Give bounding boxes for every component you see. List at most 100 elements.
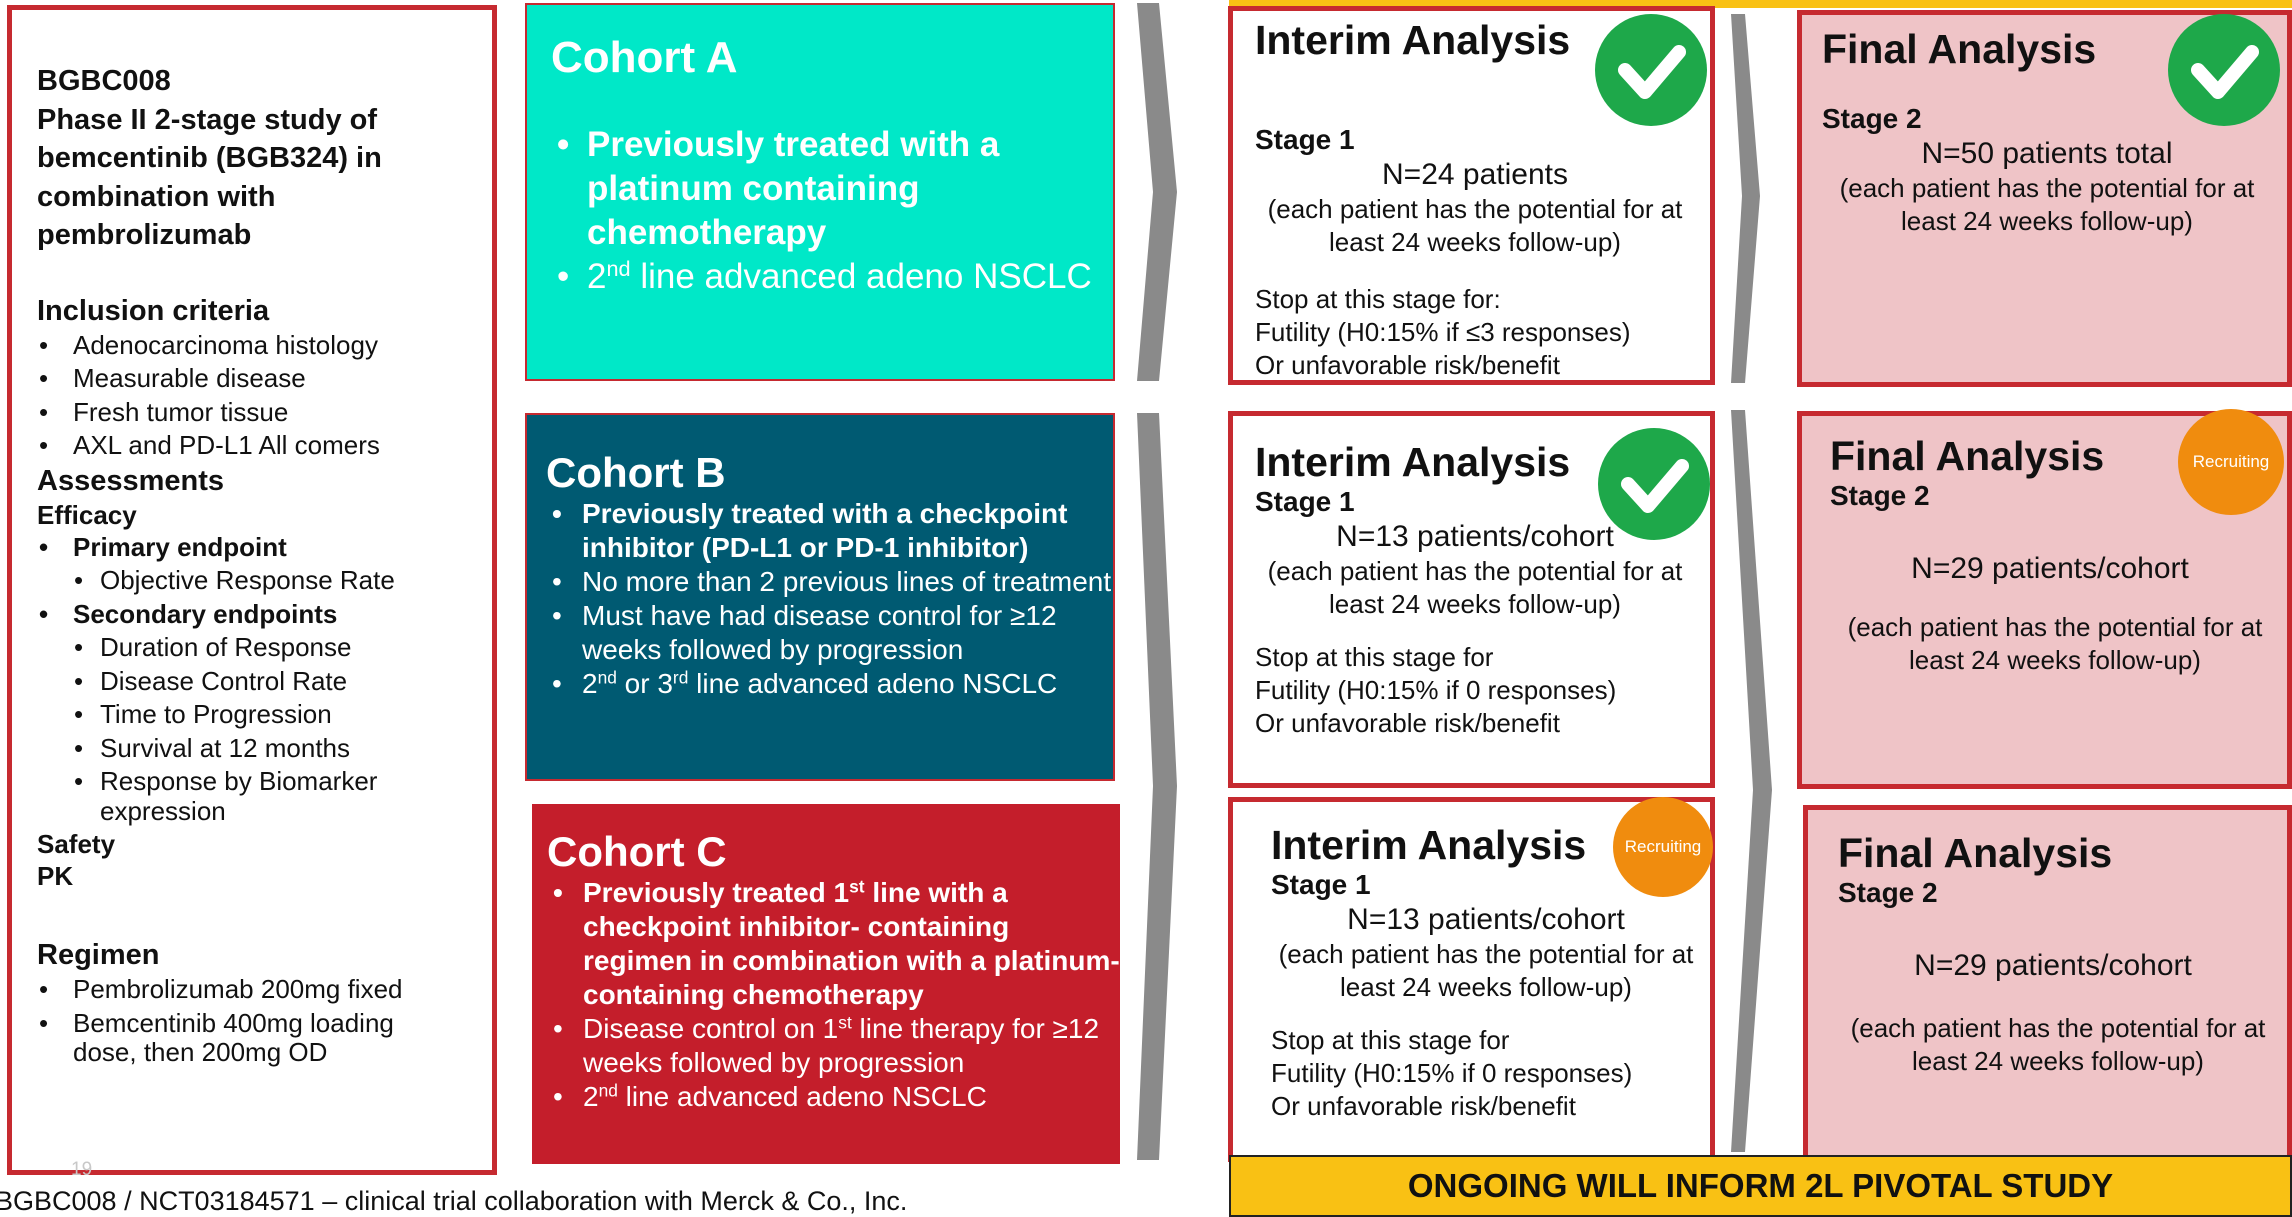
final-n: N=50 patients total xyxy=(1921,137,2173,170)
final-title: Final Analysis xyxy=(1822,26,2097,72)
primary-endpoint-item: Objective Response Rate xyxy=(37,564,492,598)
ordinal-suffix: st xyxy=(838,1012,852,1033)
cohort-a-criteria: Previously treated with a platinum conta… xyxy=(551,123,1113,299)
secondary-endpoint-label: Secondary endpoints xyxy=(37,598,492,632)
final-stage: Stage 2 xyxy=(1822,103,1922,134)
interim-follow-up: (each patient has the potential for at l… xyxy=(1267,194,1683,257)
stop-rule-line: Futility (H0:15% if ≤3 responses) xyxy=(1255,317,1631,347)
cohort-c-criterion: Previously treated 1st line with a check… xyxy=(547,876,1120,1012)
cohort-b-criterion: Must have had disease control for ≥12 we… xyxy=(546,599,1113,667)
secondary-endpoint-item: Disease Control Rate xyxy=(37,665,492,699)
regimen-heading: Regimen xyxy=(37,939,160,971)
interim-analysis-box-2: Interim Analysis Stage 1 N=13 patients/c… xyxy=(1228,411,1715,788)
stop-rule-line: Stop at this stage for xyxy=(1255,642,1494,672)
regimen-item: Bemcentinib 400mg loading xyxy=(37,1007,492,1041)
stop-rule-line: Or unfavorable risk/benefit xyxy=(1255,708,1560,738)
stop-rule-line: Stop at this stage for: xyxy=(1255,284,1501,314)
arrow-chevron xyxy=(1137,413,1177,1160)
cohort-a-title: Cohort A xyxy=(551,33,738,82)
cohort-a-box: Cohort A Previously treated with a plati… xyxy=(525,3,1115,381)
arrow-chevron xyxy=(1731,410,1772,1152)
interim-follow-up: (each patient has the potential for at l… xyxy=(1267,556,1683,619)
flow-arrows-cohort-to-interim xyxy=(1137,3,1177,1160)
cohort-c-criteria: Previously treated 1st line with a check… xyxy=(547,876,1120,1114)
study-title-line: pembrolizumab xyxy=(37,219,252,251)
secondary-endpoint-item: Duration of Response xyxy=(37,631,492,665)
cohort-c-criterion: Disease control on 1st line therapy for … xyxy=(547,1012,1120,1080)
final-analysis-box-1: Final Analysis Stage 2 N=50 patients tot… xyxy=(1797,10,2292,387)
secondary-endpoint-item-cont: expression xyxy=(100,795,226,826)
final-follow-up: (each patient has the potential for at l… xyxy=(1839,173,2255,236)
stop-rule-line: Stop at this stage for xyxy=(1271,1025,1510,1055)
safety-label: Safety xyxy=(37,829,116,859)
cohort-b-criteria: Previously treated with a checkpoint inh… xyxy=(546,497,1113,701)
interim-stop-rule: Stop at this stage for: Futility (H0:15%… xyxy=(1255,283,1710,382)
cohort-c-criterion: 2nd line advanced adeno NSCLC xyxy=(547,1080,1120,1114)
criterion-text: line therapy for ≥12 weeks followed by p… xyxy=(583,1013,1100,1078)
pivotal-study-banner: ONGOING WILL INFORM 2L PIVOTAL STUDY xyxy=(1229,1155,2292,1217)
final-follow-up: (each patient has the potential for at l… xyxy=(1847,612,2263,675)
check-icon xyxy=(1595,14,1707,126)
study-title-line: combination with xyxy=(37,180,276,213)
secondary-endpoint-item: Time to Progression xyxy=(37,698,492,732)
footer-note: BGBC008 / NCT03184571 – clinical trial c… xyxy=(0,1186,908,1216)
study-title-line: Phase II 2-stage study of xyxy=(37,103,378,136)
cohort-a-criterion: 2nd line advanced adeno NSCLC xyxy=(551,255,1113,299)
final-stage: Stage 2 xyxy=(1830,480,1930,511)
ordinal-suffix: rd xyxy=(672,667,689,688)
study-title: BGBC008 Phase II 2-stage study of bemcen… xyxy=(37,62,492,255)
criterion-text: line with a checkpoint inhibitor- contai… xyxy=(583,877,1120,1010)
final-analysis-box-3: Final Analysis Stage 2 N=29 patients/coh… xyxy=(1803,805,2292,1162)
pk-label: PK xyxy=(37,861,74,891)
top-gold-bar xyxy=(1229,0,2292,8)
regimen-item: Pembrolizumab 200mg fixed xyxy=(37,973,492,1007)
study-title-line: bemcentinib (BGB324) in xyxy=(37,142,382,174)
inclusion-item: Adenocarcinoma histology xyxy=(37,329,492,363)
stop-rule-line: Or unfavorable risk/benefit xyxy=(1271,1091,1576,1121)
interim-n: N=24 patients xyxy=(1382,158,1568,191)
cohort-b-criterion: 2nd or 3rd line advanced adeno NSCLC xyxy=(546,667,1113,701)
cohort-b-title: Cohort B xyxy=(546,449,726,496)
interim-follow-up: (each patient has the potential for at l… xyxy=(1278,939,1694,1002)
stop-rule-line: Futility (H0:15% if 0 responses) xyxy=(1255,675,1617,705)
interim-title: Interim Analysis xyxy=(1255,439,1571,485)
final-follow-up: (each patient has the potential for at l… xyxy=(1850,1013,2266,1076)
interim-title: Interim Analysis xyxy=(1271,822,1587,868)
inclusion-list: Adenocarcinoma histology Measurable dise… xyxy=(37,329,492,463)
criterion-text: line advanced adeno NSCLC xyxy=(688,668,1058,699)
line-number: 2 xyxy=(583,1081,599,1112)
ordinal-suffix: nd xyxy=(598,1080,618,1101)
flow-arrows-interim-to-final xyxy=(1731,14,1772,1152)
line-number: 2 xyxy=(582,668,598,699)
ordinal-suffix: nd xyxy=(606,256,631,282)
cohort-b-criterion: No more than 2 previous lines of treatme… xyxy=(546,565,1113,599)
line-number: 2 xyxy=(587,257,607,296)
regimen-list: Pembrolizumab 200mg fixed Bemcentinib 40… xyxy=(37,973,492,1070)
page-number: 19 xyxy=(71,1159,93,1180)
stop-rule-line: Futility (H0:15% if 0 responses) xyxy=(1271,1058,1633,1088)
interim-title: Interim Analysis xyxy=(1255,17,1571,63)
cohort-b-criterion: Previously treated with a checkpoint inh… xyxy=(546,497,1113,565)
ordinal-suffix: st xyxy=(849,876,865,897)
recruiting-badge: Recruiting xyxy=(2178,409,2284,515)
interim-stop-rule: Stop at this stage for Futility (H0:15% … xyxy=(1255,641,1710,740)
interim-n: N=13 patients/cohort xyxy=(1336,520,1614,553)
interim-stage: Stage 1 xyxy=(1271,869,1371,900)
final-n: N=29 patients/cohort xyxy=(1914,949,2192,982)
final-n: N=29 patients/cohort xyxy=(1911,552,2189,585)
criterion-text: line advanced adeno NSCLC xyxy=(630,257,1092,296)
criterion-text: or 3 xyxy=(616,668,673,699)
interim-stage: Stage 1 xyxy=(1255,124,1355,155)
interim-stop-rule: Stop at this stage for Futility (H0:15% … xyxy=(1271,1024,1710,1123)
ordinal-suffix: nd xyxy=(597,667,617,688)
final-title: Final Analysis xyxy=(1830,433,2105,479)
endpoint-list: Primary endpoint Objective Response Rate… xyxy=(37,531,492,829)
inclusion-item: Measurable disease xyxy=(37,362,492,396)
study-id: BGBC008 xyxy=(37,65,171,97)
stop-rule-line: Or unfavorable risk/benefit xyxy=(1255,350,1560,380)
cohort-c-box: Cohort C Previously treated 1st line wit… xyxy=(532,804,1120,1164)
check-icon xyxy=(1598,428,1710,540)
secondary-endpoint-item: Response by Biomarker xyxy=(37,765,492,799)
study-summary-box: BGBC008 Phase II 2-stage study of bemcen… xyxy=(7,5,497,1175)
criterion-text: Disease control on 1 xyxy=(583,1013,839,1044)
